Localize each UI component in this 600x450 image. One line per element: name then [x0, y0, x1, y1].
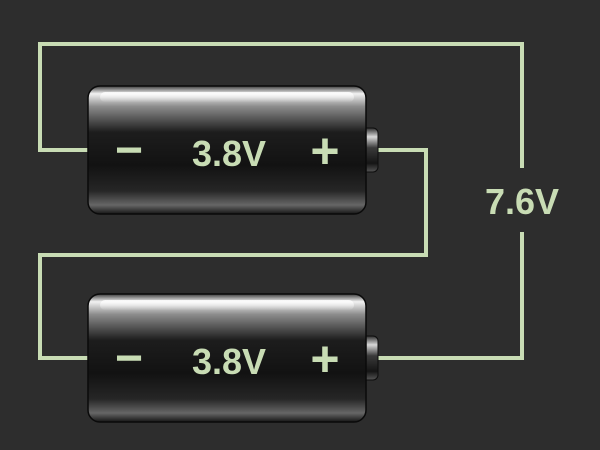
battery-2-negative-terminal: −	[115, 332, 143, 385]
battery-2: − 3.8V +	[87, 293, 379, 423]
wire-middle-link	[38, 148, 428, 360]
battery-1-positive-terminal: +	[310, 123, 339, 179]
battery-2-positive-terminal: +	[310, 331, 339, 387]
battery-2-shine	[100, 300, 354, 310]
total-voltage-label: 7.6V	[485, 181, 559, 222]
battery-2-voltage-label: 3.8V	[192, 341, 266, 382]
battery-1-negative-terminal: −	[115, 124, 143, 177]
battery-1: − 3.8V +	[87, 85, 379, 215]
battery-1-voltage-label: 3.8V	[192, 133, 266, 174]
battery-1-body	[87, 85, 367, 215]
wire-top-loop	[38, 42, 524, 168]
wire-right-return	[378, 232, 524, 360]
battery-2-body	[87, 293, 367, 423]
battery-1-shine	[100, 92, 354, 102]
